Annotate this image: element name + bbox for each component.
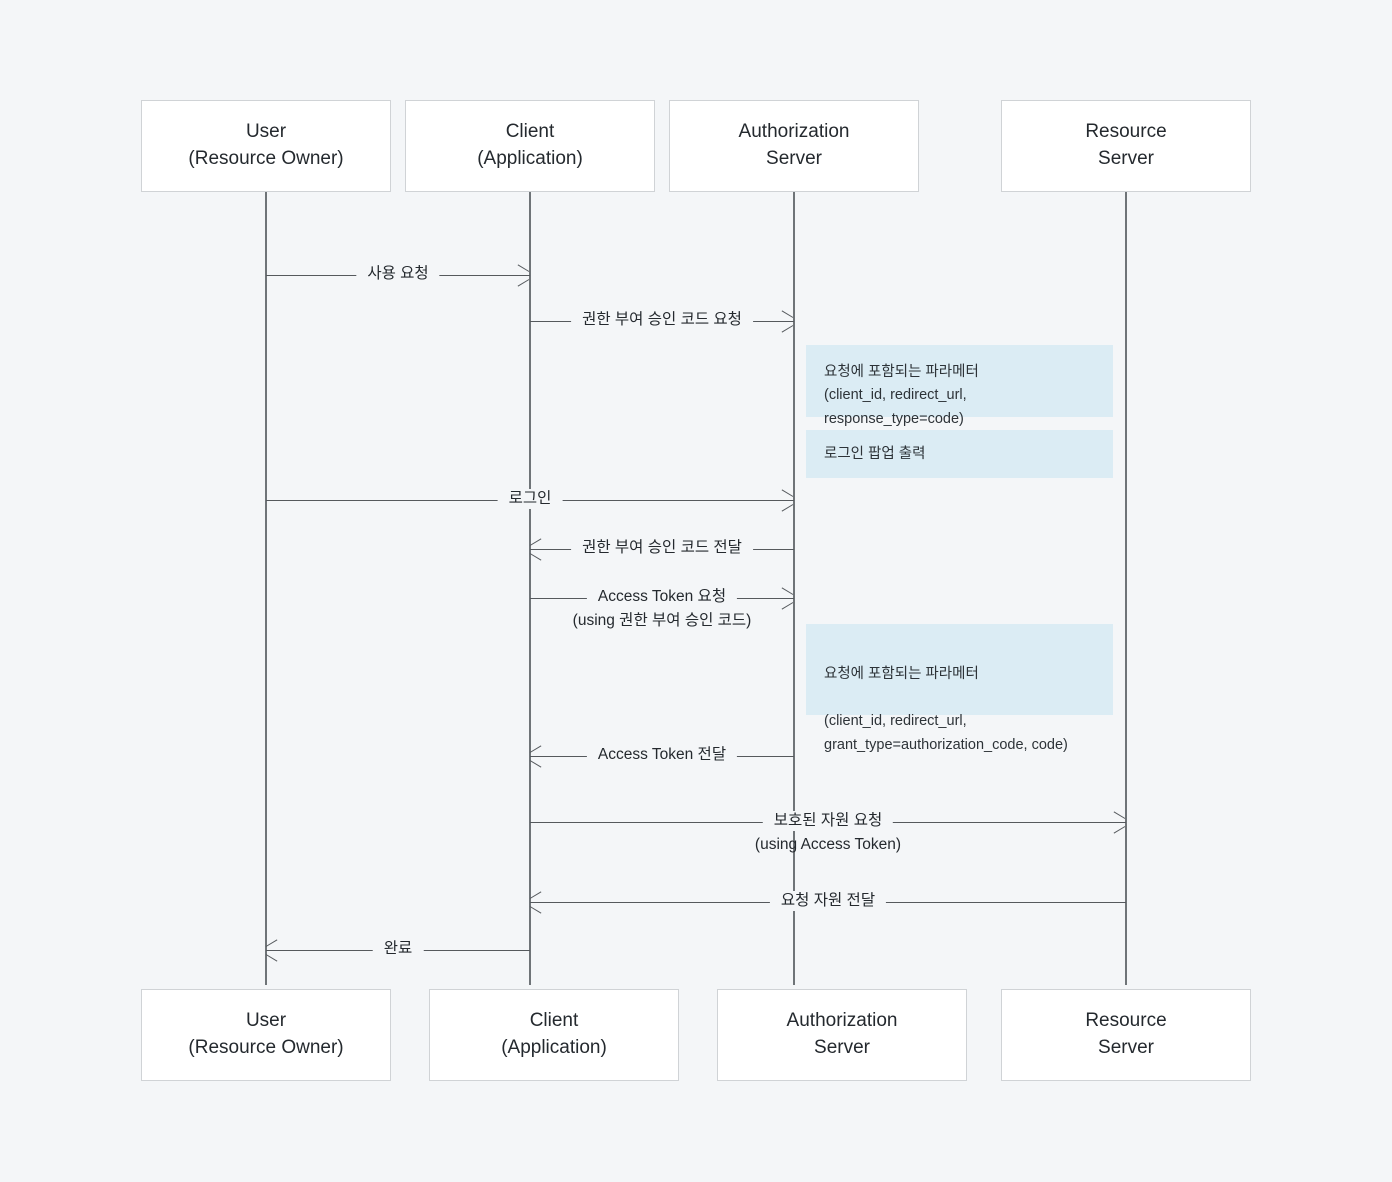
- actor-label-user-line2: (Resource Owner): [188, 148, 344, 169]
- actor-label-ressrv-line1: Resource: [1085, 121, 1167, 143]
- message-label: 요청 자원 전달: [769, 891, 887, 911]
- message-sublabel: (using 권한 부여 승인 코드): [572, 612, 752, 629]
- message-label: Access Token 요청: [586, 587, 738, 607]
- arrowhead-right-icon: [779, 310, 795, 333]
- note-login-popup: 로그인 팝업 출력: [806, 430, 1113, 478]
- message-label: 권한 부여 승인 코드 요청: [571, 310, 753, 330]
- arrowhead-left-icon: [529, 891, 545, 914]
- actor-label-authsrv-line2: Server: [766, 148, 822, 169]
- note-title: 요청에 포함되는 파라메터: [824, 666, 979, 683]
- arrowhead-right-icon: [779, 489, 795, 512]
- actor-box-client-bottom[interactable]: Client (Application): [429, 989, 679, 1081]
- note-title: 로그인 팝업 출력: [824, 446, 926, 463]
- actor-box-user-top[interactable]: User (Resource Owner): [141, 100, 391, 192]
- lifeline-authsrv: [793, 192, 795, 985]
- actor-label-client-line2: (Application): [501, 1037, 607, 1058]
- actor-box-ressrv-bottom[interactable]: Resource Server: [1001, 989, 1251, 1081]
- message-label: 보호된 자원 요청: [762, 811, 894, 831]
- actor-label-user-line2: (Resource Owner): [188, 1037, 344, 1058]
- message-sublabel: (using Access Token): [754, 836, 902, 853]
- arrowhead-left-icon: [265, 939, 281, 962]
- actor-box-authsrv-top[interactable]: Authorization Server: [669, 100, 919, 192]
- note-authorization-request-params: 요청에 포함되는 파라메터 (client_id, redirect_url, …: [806, 345, 1113, 427]
- arrowhead-left-icon: [529, 538, 545, 561]
- actor-label-authsrv-line1: Authorization: [738, 121, 850, 143]
- message-label: 로그인: [497, 489, 563, 509]
- note-title: 요청에 포함되는 파라메터: [824, 364, 979, 380]
- actor-label-ressrv-line2: Server: [1098, 1037, 1154, 1058]
- actor-label-client-line1: Client: [529, 1010, 579, 1032]
- lifeline-user: [265, 192, 267, 985]
- message-label: 사용 요청: [356, 264, 440, 284]
- actor-label-authsrv-line2: Server: [814, 1037, 870, 1058]
- note-sub: (client_id, redirect_url, response_type=…: [824, 387, 967, 427]
- actor-box-user-bottom[interactable]: User (Resource Owner): [141, 989, 391, 1081]
- actor-label-ressrv-line2: Server: [1098, 148, 1154, 169]
- actor-label-authsrv-line1: Authorization: [786, 1010, 898, 1032]
- arrowhead-right-icon: [1111, 811, 1127, 834]
- actor-label-client-line2: (Application): [477, 148, 583, 169]
- message-label: 완료: [372, 939, 424, 959]
- lifeline-client: [529, 192, 531, 985]
- actor-box-ressrv-top[interactable]: Resource Server: [1001, 100, 1251, 192]
- note-token-request-params: 요청에 포함되는 파라메터 (client_id, redirect_url, …: [806, 624, 1113, 753]
- actor-label-client-line1: Client: [505, 121, 555, 143]
- actor-box-authsrv-bottom[interactable]: Authorization Server: [717, 989, 967, 1081]
- note-sub: (client_id, redirect_url, grant_type=aut…: [824, 713, 1068, 753]
- message-label: 권한 부여 승인 코드 전달: [571, 538, 753, 558]
- actor-label-user-line1: User: [245, 1010, 287, 1032]
- arrowhead-right-icon: [515, 264, 531, 287]
- arrowhead-left-icon: [529, 745, 545, 768]
- arrowhead-right-icon: [779, 587, 795, 610]
- message-label: Access Token 전달: [586, 745, 738, 765]
- lifeline-ressrv: [1125, 192, 1127, 985]
- actor-box-client-top[interactable]: Client (Application): [405, 100, 655, 192]
- actor-label-user-line1: User: [245, 121, 287, 143]
- actor-label-ressrv-line1: Resource: [1085, 1010, 1167, 1032]
